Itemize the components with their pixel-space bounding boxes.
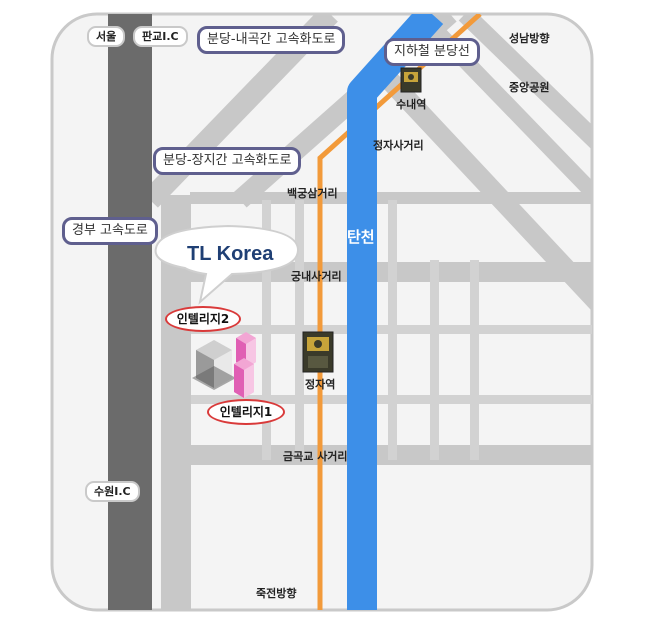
label-subway-bundang-line: 지하철 분당선 — [384, 38, 480, 66]
road-vertical-2 — [295, 200, 304, 460]
label-bundang-naegok: 분당-내곡간 고속화도로 — [197, 26, 346, 54]
label-suwon-ic: 수원I.C — [85, 481, 140, 502]
label-intelligy1: 인텔리지1 — [207, 399, 285, 425]
label-tancheon: 탄천 — [347, 228, 375, 246]
label-geumgokgyo: 금곡교 사거리 — [283, 450, 348, 463]
road-gyeongbu — [108, 14, 152, 610]
label-intelligy2: 인텔리지2 — [165, 306, 241, 332]
label-bundang-jangji: 분당-장지간 고속화도로 — [153, 147, 302, 175]
sunae-station-icon — [400, 67, 422, 93]
label-gyeongbu: 경부 고속도로 — [62, 217, 158, 245]
label-seongnam: 성남방향 — [509, 32, 550, 45]
tl-korea-title: TL Korea — [187, 243, 274, 265]
intelligy-buildings — [192, 332, 256, 398]
label-central-park: 중앙공원 — [509, 81, 550, 94]
road-vertical-5 — [470, 260, 479, 460]
label-jeongja-station: 정자역 — [305, 378, 336, 391]
label-baekgung: 백궁삼거리 — [287, 187, 338, 200]
label-seoul: 서울 — [87, 26, 126, 47]
label-pangyo-ic: 판교I.C — [133, 26, 188, 47]
label-jukjeon: 죽전방향 — [256, 587, 297, 600]
road-vertical-4 — [430, 260, 439, 460]
label-gungnae: 궁내사거리 — [291, 270, 342, 283]
label-jeongja-intersection: 정자사거리 — [373, 139, 424, 152]
label-sunae-station: 수내역 — [396, 98, 427, 111]
road-baekgung — [190, 192, 592, 204]
jeongja-station-icon — [302, 331, 334, 373]
road-diagonal-east — [458, 14, 592, 152]
road-vertical-1 — [262, 200, 271, 460]
tl-korea-bubble — [154, 224, 300, 305]
road-vertical-3 — [388, 200, 397, 460]
